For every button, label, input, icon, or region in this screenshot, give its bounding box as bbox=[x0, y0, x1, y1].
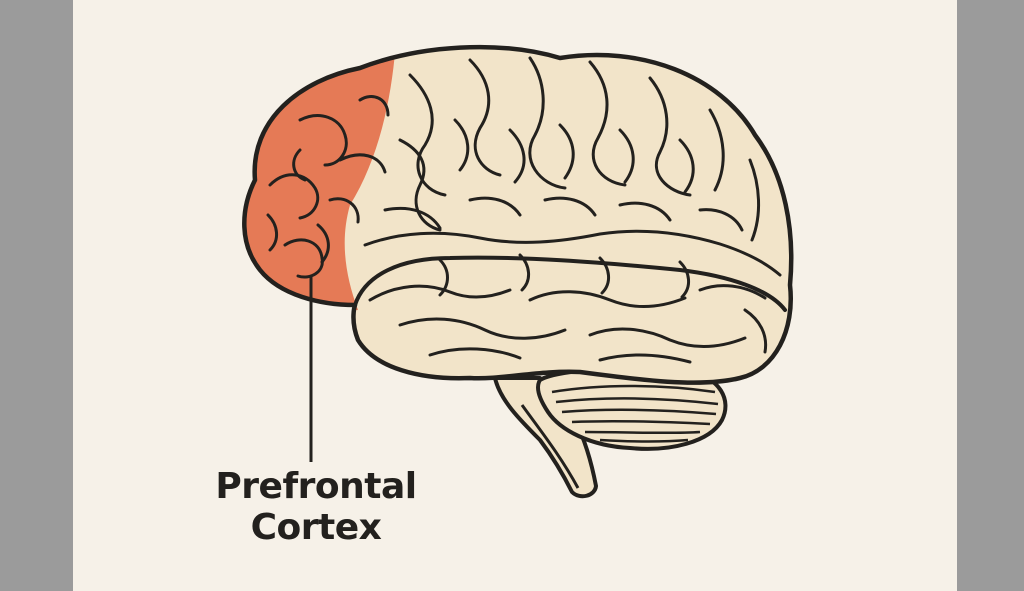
lateral-sulcus bbox=[353, 255, 787, 312]
label-line-2: Cortex bbox=[250, 507, 382, 548]
label-line-1: Prefrontal bbox=[215, 466, 417, 507]
cerebellum bbox=[536, 366, 728, 451]
prefrontal-cortex-label: Prefrontal Cortex bbox=[206, 466, 426, 548]
brain-folds bbox=[266, 56, 782, 364]
